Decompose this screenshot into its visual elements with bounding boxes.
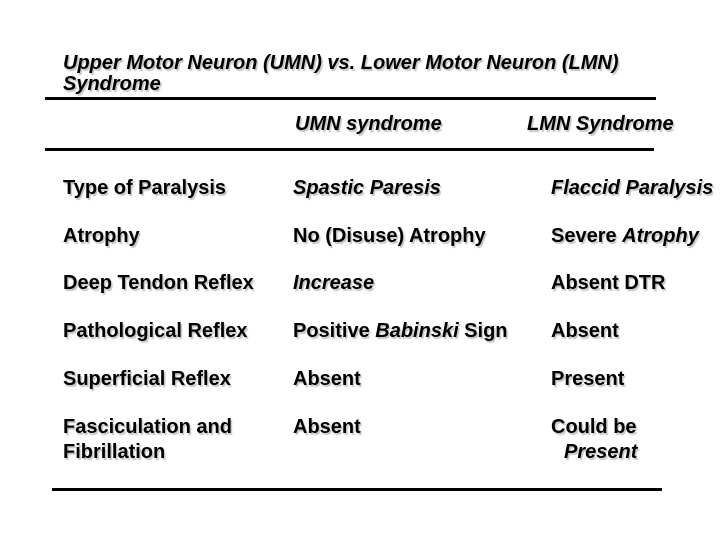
cell-line: Absent [293, 367, 361, 392]
text-segment: Pathological Reflex [63, 320, 248, 342]
text-segment: Present [551, 368, 625, 390]
cell-line: Pathological Reflex [63, 319, 248, 344]
text-segment: Increase [293, 272, 375, 294]
cell-line: Type of Paralysis [63, 176, 226, 201]
lmn-cell: Absent [551, 319, 619, 344]
cell-line: Deep Tendon Reflex [63, 271, 254, 296]
cell-line: Flaccid Paralysis [551, 176, 713, 201]
text-segment: Atrophy [63, 225, 140, 247]
cell-line: Absent [293, 415, 361, 440]
umn-cell: Increase [293, 271, 374, 296]
umn-cell: Positive Babinski Sign [293, 319, 508, 344]
text-segment: Spastic Paresis [293, 177, 441, 199]
text-segment: Present [564, 441, 638, 463]
bottom-rule [52, 488, 662, 491]
slide-title-line2: Syndrome [63, 73, 161, 95]
lmn-cell: Could be Present [551, 415, 637, 465]
row-label: Pathological Reflex [63, 319, 248, 344]
cell-line: Absent DTR [551, 271, 665, 296]
text-segment: Positive [293, 320, 376, 342]
text-segment: Sign [458, 320, 508, 342]
row-label: Type of Paralysis [63, 176, 226, 201]
text-segment: Absent [293, 368, 361, 390]
text-segment: Flaccid Paralysis [551, 177, 714, 199]
title-underline [45, 97, 656, 100]
text-segment: Absent DTR [551, 272, 666, 294]
column-header-lmn: LMN Syndrome [527, 113, 674, 135]
cell-line: Superficial Reflex [63, 367, 231, 392]
lmn-cell: Absent DTR [551, 271, 665, 296]
text-segment: No (Disuse) Atrophy [293, 225, 486, 247]
header-underline [45, 148, 654, 151]
row-label: Atrophy [63, 224, 140, 249]
text-segment: Superficial Reflex [63, 368, 231, 390]
slide-title: Upper Motor Neuron (UMN) vs. Lower Motor… [63, 53, 619, 95]
text-segment: Babinski [375, 320, 459, 342]
cell-line: No (Disuse) Atrophy [293, 224, 486, 249]
text-segment: Fibrillation [63, 441, 166, 463]
umn-cell: Absent [293, 415, 361, 440]
cell-line: Could be [551, 415, 637, 440]
lmn-cell: Present [551, 367, 624, 392]
cell-line: Fibrillation [63, 440, 232, 465]
cell-line: Present [551, 440, 637, 465]
cell-line: Positive Babinski Sign [293, 319, 508, 344]
slide-title-line1: Upper Motor Neuron (UMN) vs. Lower Motor… [63, 52, 619, 74]
cell-line: Severe Atrophy [551, 224, 699, 249]
cell-line: Increase [293, 271, 374, 296]
text-segment: Atrophy [622, 225, 699, 247]
row-label: Superficial Reflex [63, 367, 231, 392]
cell-line: Spastic Paresis [293, 176, 441, 201]
cell-line: Fasciculation and [63, 415, 232, 440]
cell-line: Absent [551, 319, 619, 344]
text-segment: Deep Tendon Reflex [63, 272, 254, 294]
text-segment: Type of Paralysis [63, 177, 227, 199]
lmn-cell: Flaccid Paralysis [551, 176, 713, 201]
text-segment: Fasciculation and [63, 416, 232, 438]
umn-cell: Absent [293, 367, 361, 392]
cell-line: Present [551, 367, 624, 392]
text-segment: Absent [551, 320, 619, 342]
umn-cell: Spastic Paresis [293, 176, 441, 201]
column-header-umn: UMN syndrome [295, 113, 442, 135]
lmn-cell: Severe Atrophy [551, 224, 699, 249]
cell-line: Atrophy [63, 224, 140, 249]
row-label: Deep Tendon Reflex [63, 271, 254, 296]
text-segment: Absent [293, 416, 361, 438]
text-segment: Severe [551, 225, 623, 247]
umn-cell: No (Disuse) Atrophy [293, 224, 486, 249]
text-segment: Could be [551, 416, 637, 438]
